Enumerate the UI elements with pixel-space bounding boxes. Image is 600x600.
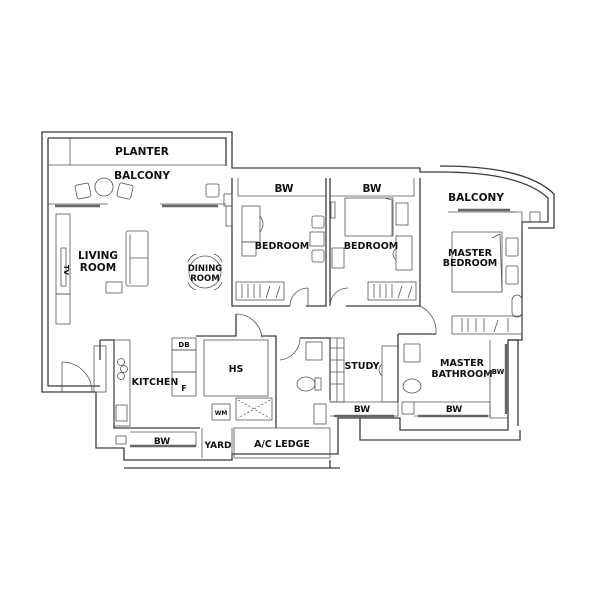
balcony-right-label: BALCONY xyxy=(448,192,504,204)
hs-label: HS xyxy=(229,364,244,375)
study: STUDY BW xyxy=(330,345,399,418)
ac-ledge xyxy=(233,427,331,459)
chair-icon xyxy=(205,183,220,198)
common-bathroom xyxy=(279,337,345,425)
yard-label: YARD xyxy=(203,441,231,451)
bedroom-1-label: BEDROOM xyxy=(255,241,310,252)
sofa-icon xyxy=(125,230,149,287)
fridge-box xyxy=(171,371,197,397)
side-table-icon xyxy=(105,281,123,294)
balcony-left: BALCONY xyxy=(48,170,226,208)
tv-console xyxy=(55,213,71,295)
kitchen-bw-label: BW xyxy=(154,437,170,447)
dining-room: DINING ROOM xyxy=(187,253,223,291)
desk-icon xyxy=(381,345,399,403)
bed-icon xyxy=(344,197,394,237)
dining-room-label: DINING xyxy=(188,264,223,274)
living-room: TV LIVING ROOM xyxy=(55,213,149,325)
master-bedroom-label-2: BEDROOM xyxy=(443,258,498,269)
chair-icon xyxy=(74,182,92,200)
study-label: STUDY xyxy=(344,361,379,372)
kitchen-label: KITCHEN xyxy=(132,377,179,388)
table-icon xyxy=(94,177,114,197)
toilet-icon xyxy=(296,376,316,392)
desk-icon xyxy=(241,205,261,243)
hs-room xyxy=(203,339,269,397)
ac-ledge-label: A/C LEDGE xyxy=(254,439,310,450)
shower-icon xyxy=(235,397,273,421)
bedroom-2-label: BEDROOM xyxy=(344,241,399,252)
study-bw-label: BW xyxy=(354,405,370,415)
toilet-icon xyxy=(402,378,422,394)
stove-icon xyxy=(117,358,125,366)
right-bw-label: BW xyxy=(492,368,505,376)
planter-label: PLANTER xyxy=(115,146,169,158)
bedroom-1-bw-label: BW xyxy=(274,183,293,195)
master-bathroom: MASTER BATHROOM BW BW xyxy=(397,333,508,419)
outer-walls xyxy=(41,131,555,469)
dining-room-label-2: ROOM xyxy=(190,274,219,284)
household-shelter: HS WM A/C LEDGE xyxy=(196,313,331,459)
master-bathroom-label: MASTER xyxy=(440,358,485,369)
master-bathroom-label-2: BATHROOM xyxy=(431,369,492,380)
wm-label: WM xyxy=(215,410,228,417)
living-room-label: LIVING xyxy=(78,250,118,262)
fridge-label: F xyxy=(181,384,186,393)
kitchen: KITCHEN DB F BW YARD xyxy=(61,337,233,458)
master-bedroom: BALCONY MASTER BEDROOM xyxy=(419,192,541,335)
tv-label: TV xyxy=(62,265,70,276)
basin-icon xyxy=(305,341,323,361)
db-label: DB xyxy=(178,341,189,349)
counter xyxy=(113,339,131,427)
tv-icon xyxy=(60,247,67,287)
dining-table-icon xyxy=(188,255,222,289)
ac-icon xyxy=(529,211,541,223)
chair-icon xyxy=(116,182,134,200)
wm-box xyxy=(211,403,231,421)
living-room-label-2: ROOM xyxy=(80,262,116,274)
sink-icon xyxy=(115,404,128,422)
wardrobe-icon xyxy=(235,281,285,301)
wardrobe-icon xyxy=(451,315,523,335)
bed-icon xyxy=(451,231,503,293)
wardrobe-icon xyxy=(367,281,417,301)
bedroom-2: BW BEDROOM xyxy=(329,178,421,307)
bedroom-2-bw-label: BW xyxy=(362,183,381,195)
master-bath-bw-label: BW xyxy=(446,405,462,415)
master-bedroom-label: MASTER xyxy=(448,248,493,259)
balcony-left-label: BALCONY xyxy=(114,170,170,182)
basin-icon xyxy=(403,343,421,363)
planter: PLANTER xyxy=(48,138,226,166)
bedroom-1: BW BEDROOM xyxy=(223,178,327,307)
